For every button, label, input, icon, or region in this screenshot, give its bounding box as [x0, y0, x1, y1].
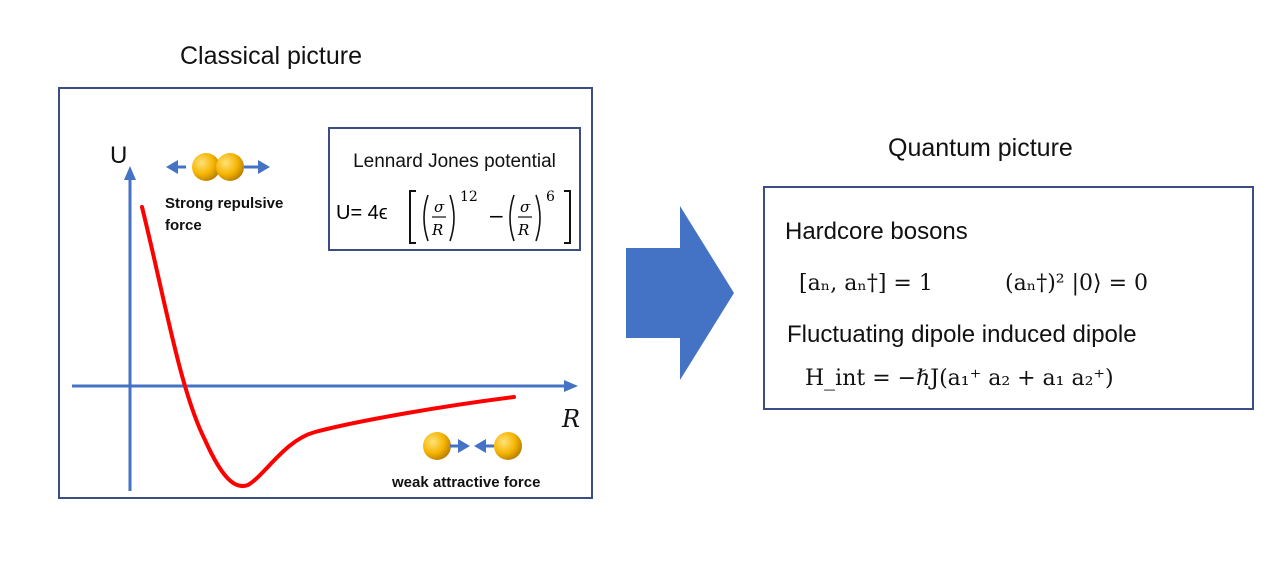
transition-arrow-icon [626, 206, 734, 380]
hardcore-bosons-title: Hardcore bosons [785, 218, 968, 245]
lj-sigma-1: σ [434, 198, 445, 216]
quantum-picture-title: Quantum picture [888, 134, 1073, 162]
r-axis-arrowhead [564, 380, 578, 392]
lennard-jones-equation: U= 4ϵ σ R 12 − σ R 6 [336, 189, 571, 244]
commutator-equation: [aₙ, aₙ†] = 1 [799, 271, 933, 296]
potential-curve [140, 205, 516, 489]
hardcore-constraint-equation: (aₙ†)² |0⟩ = 0 [1005, 271, 1149, 296]
repulsive-force-label: Strong repulsive force [165, 195, 284, 234]
attractive-force-label: weak attractive force [392, 474, 541, 491]
lj-exp-6: 6 [546, 189, 555, 205]
lj-exp-12: 12 [460, 189, 478, 205]
classical-picture-title: Classical picture [180, 42, 363, 70]
attractive-molecule-icon [423, 432, 522, 460]
lj-sigma-2: σ [520, 198, 531, 216]
r-axis-label: R [562, 405, 581, 433]
lennard-jones-title: Lennard Jones potential [353, 151, 556, 172]
quantum-picture-box: Hardcore bosons [aₙ, aₙ†] = 1 (aₙ†)² |0⟩… [763, 186, 1254, 410]
interaction-hamiltonian: H_int = −ℏJ(a₁⁺ a₂ + a₁ a₂⁺) [805, 366, 1114, 391]
dipole-interaction-title: Fluctuating dipole induced dipole [787, 321, 1137, 348]
lj-r-2: R [517, 221, 529, 239]
classical-picture-frame [58, 87, 593, 499]
u-axis-arrowhead [124, 166, 136, 180]
repulsive-molecule-icon [166, 153, 270, 181]
lj-prefix: U= 4ϵ [336, 202, 388, 224]
svg-text:−: − [488, 204, 505, 228]
u-axis-label: U [110, 142, 128, 169]
lennard-jones-box: Lennard Jones potential U= 4ϵ σ R 12 − σ… [328, 127, 581, 251]
lj-r-1: R [431, 221, 443, 239]
